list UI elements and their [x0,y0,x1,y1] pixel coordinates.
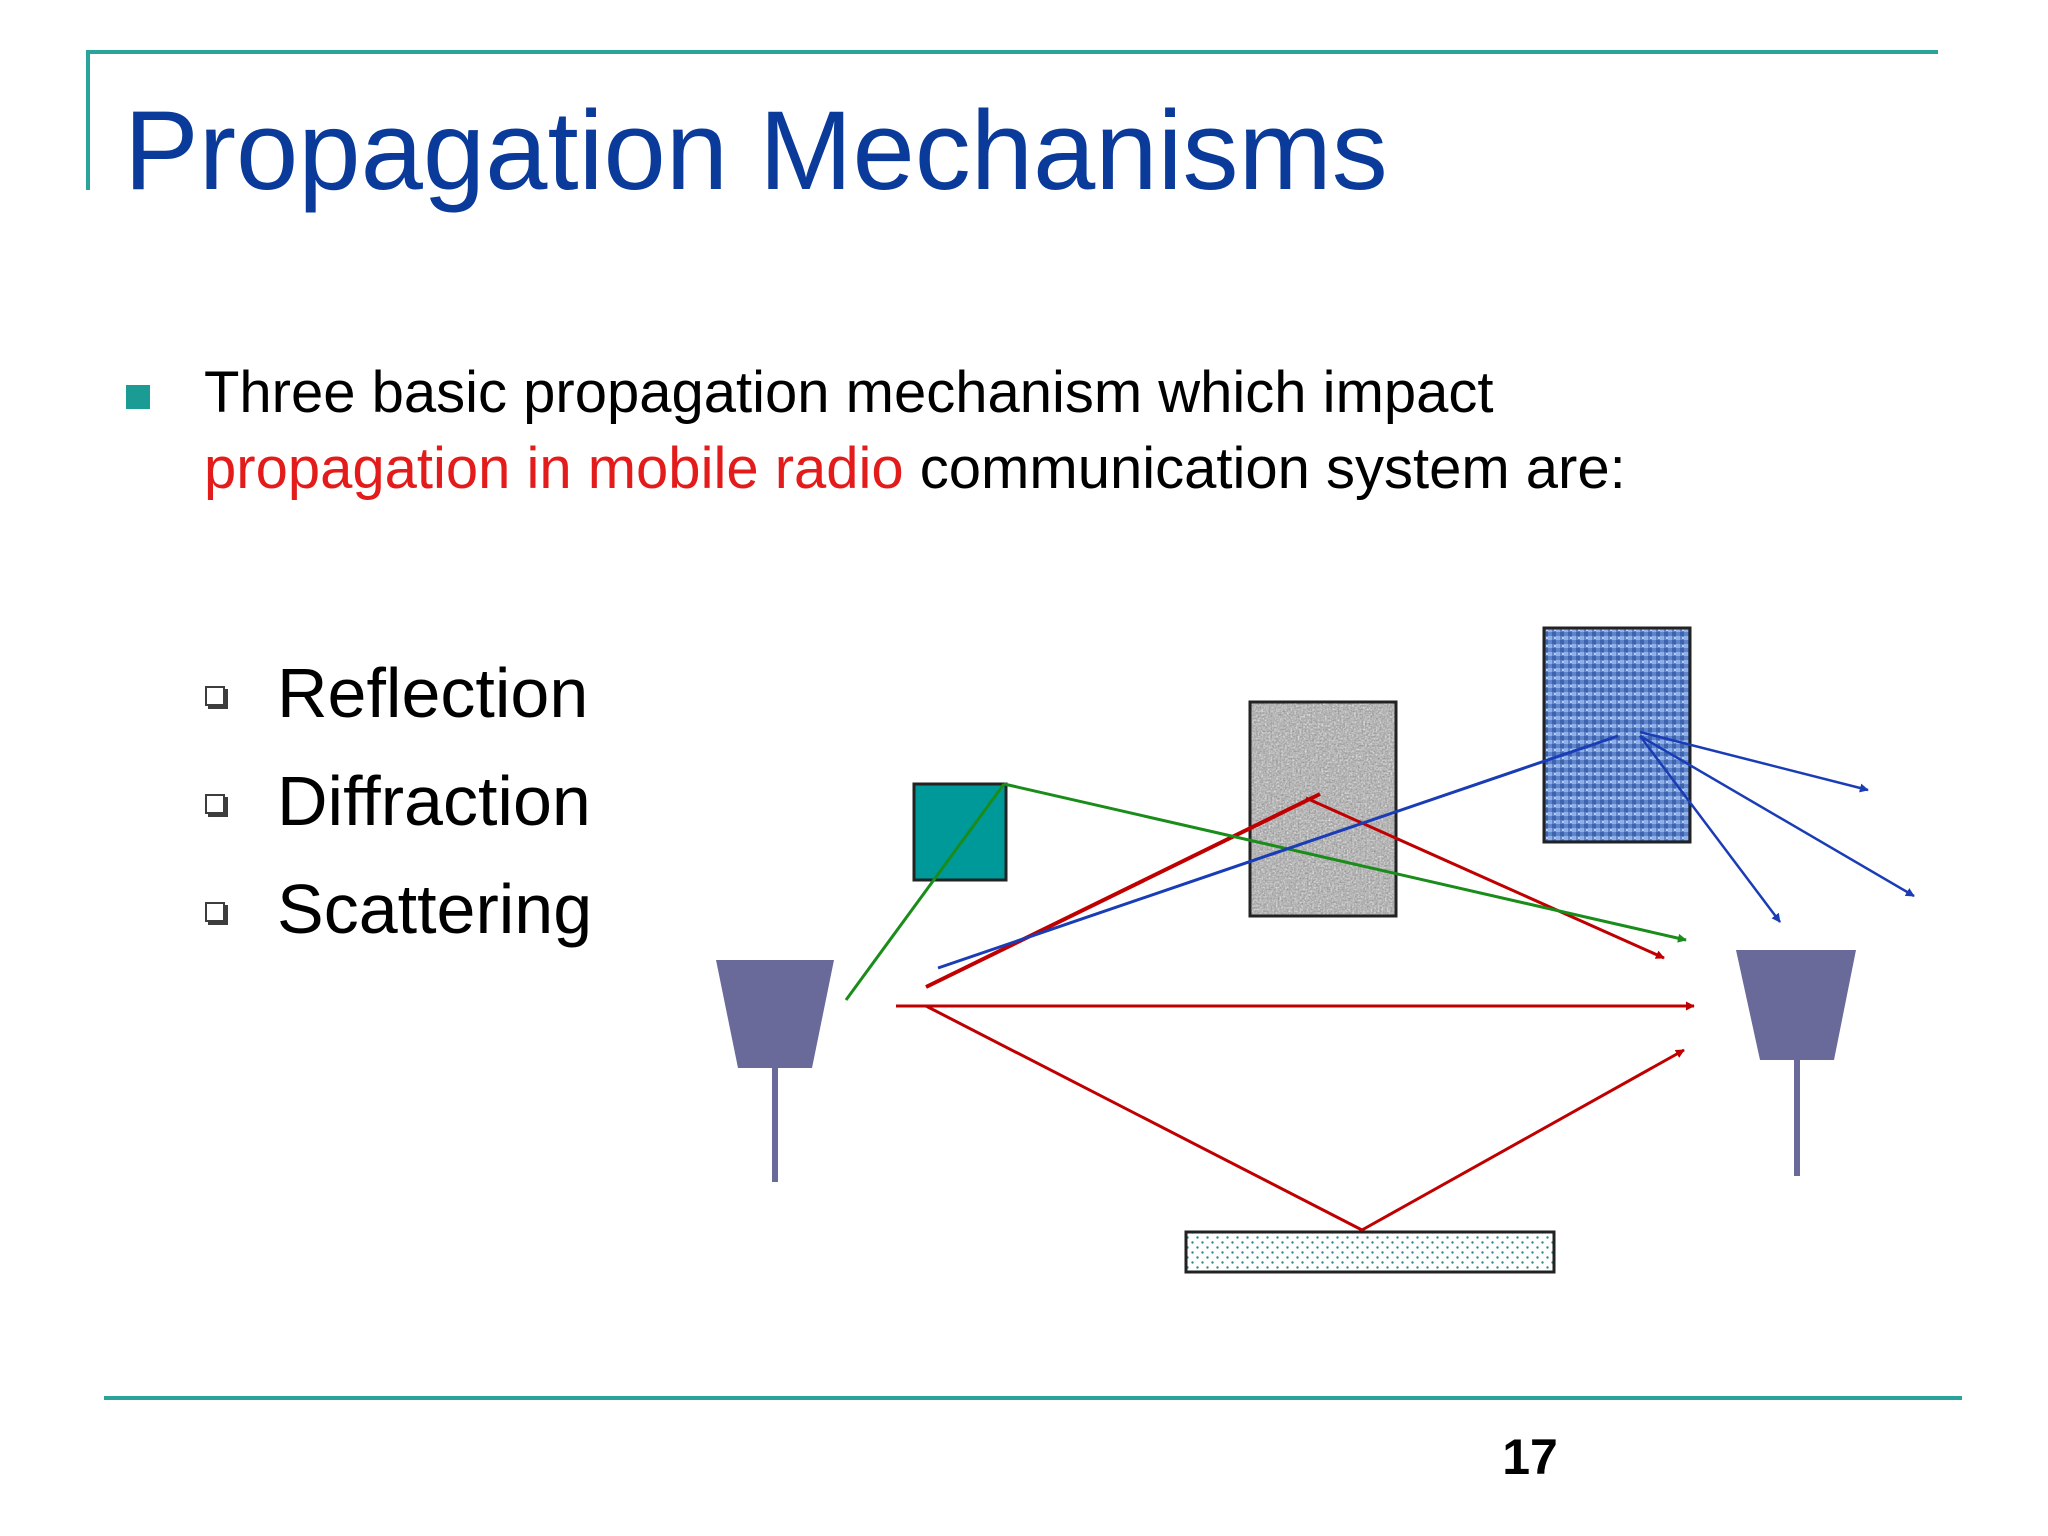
transmitter-antenna-icon [716,960,834,1182]
ground-ray-incident [925,1004,1363,1232]
slide-title: Propagation Mechanisms [124,88,1388,213]
reflection-ray-reflected [1305,796,1665,960]
hollow-square-bullet-icon [205,686,225,706]
reflection-ray-incident [925,792,1321,989]
bullet-highlight-text: propagation in mobile radio [204,436,904,501]
hollow-square-bullet-icon [205,794,225,814]
mechanism-label: Reflection [277,654,589,732]
scattered-ray [1639,735,1781,923]
reflecting-building [1248,700,1398,918]
diffraction-ray-incident [844,783,1006,1001]
top-border-line [86,50,1938,54]
bullet-text-line2-rest: communication system are: [903,436,1626,501]
bottom-border-line [104,1396,1962,1400]
mechanism-label: Scattering [277,870,593,948]
diffraction-ray-diffracted [1003,782,1687,943]
mechanism-label: Diffraction [277,762,591,840]
hollow-square-bullet-icon [205,902,225,922]
scattered-ray [1639,730,1869,793]
main-bullet-text: Three basic propagation mechanism which … [204,355,1626,507]
bullet-text-line1: Three basic propagation mechanism which … [204,360,1494,425]
scattered-ray [1639,734,1915,898]
bullet-square-icon [126,385,150,409]
scattering-ray-incident [937,734,1619,970]
left-border-line [86,50,90,190]
page-number: 17 [1502,1429,1558,1485]
ground-ray-reflected [1361,1048,1685,1232]
receiver-antenna-icon [1736,950,1856,1176]
ground-reflector [1184,1230,1556,1274]
